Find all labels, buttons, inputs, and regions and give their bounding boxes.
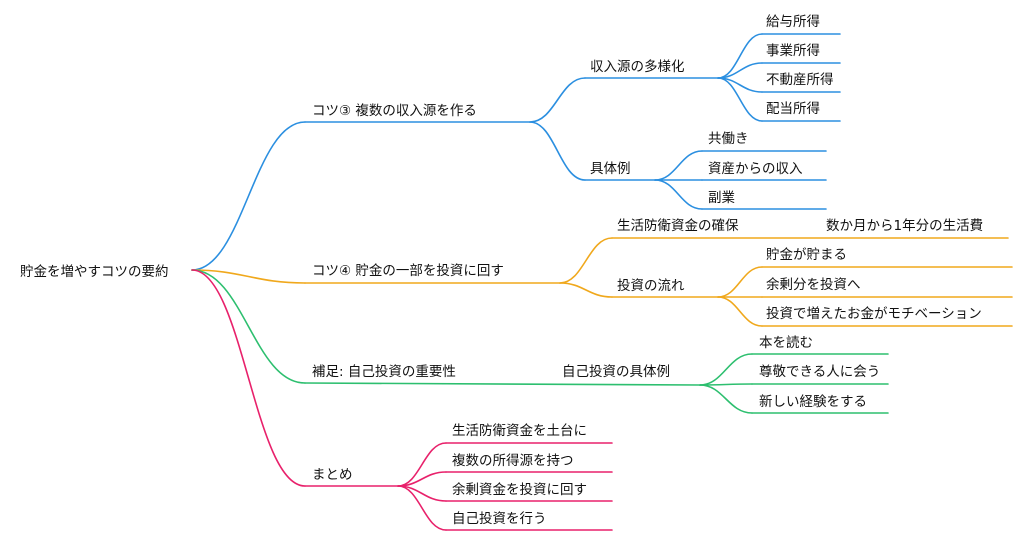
leaf-savings-accumulate: 貯金が貯まる	[766, 247, 847, 263]
leaf-surplus-to-invest: 余剰分を投資へ	[766, 276, 861, 293]
leaf-new-experiences: 新しい経験をする	[759, 394, 867, 410]
link-root-to-invest-savings	[191, 269, 306, 284]
link-to-investment-flow	[559, 282, 613, 298]
link-self-leaf-0	[699, 353, 753, 386]
link-self-leaf-2	[699, 384, 753, 414]
link-income-leaf-3	[717, 77, 763, 122]
branch-node-self-investment: 補足: 自己投資の重要性	[312, 364, 456, 380]
leaf-meet-respected-people: 尊敬できる人に会う	[759, 364, 880, 380]
leaf-read-books: 本を読む	[759, 335, 813, 351]
leaf-real-estate-income: 不動産所得	[766, 71, 834, 88]
branch-node-invest-savings: コツ④ 貯金の一部を投資に回す	[312, 263, 504, 279]
leaf-do-self-invest: 自己投資を行う	[452, 511, 547, 527]
link-root-to-self-investment	[191, 269, 306, 384]
link-examples-leaf-0	[654, 150, 703, 181]
leaf-living-expenses: 数か月から1年分の生活費	[826, 218, 983, 234]
link-to-emergency-fund	[559, 237, 613, 284]
link-flow-leaf-2	[717, 296, 763, 327]
node-income-diversification: 収入源の多様化	[590, 58, 685, 75]
branch-node-summary: まとめ	[312, 467, 353, 483]
leaf-surplus-invest: 余剰資金を投資に回す	[452, 481, 587, 498]
node-examples: 具体例	[590, 161, 631, 177]
leaf-emergency-foundation: 生活防衛資金を土台に	[452, 423, 587, 439]
root-node: 貯金を増やすコツの要約	[20, 264, 169, 280]
node-emergency-fund: 生活防衛資金の確保	[617, 218, 739, 234]
link-to-examples	[529, 121, 586, 181]
link-root-to-summary	[191, 269, 306, 487]
leaf-motivation: 投資で増えたお金がモチベーション	[766, 306, 982, 322]
leaf-dividend-income: 配当所得	[766, 100, 820, 117]
underline-self-investment	[304, 382, 701, 386]
mindmap-links	[191, 33, 1013, 531]
link-summary-leaf-3	[397, 485, 447, 531]
leaf-multiple-income: 複数の所得源を持つ	[452, 452, 574, 469]
leaf-salary-income: 給与所得	[766, 13, 820, 30]
link-root-to-income-sources	[191, 121, 306, 271]
link-self-leaf-1	[699, 383, 753, 386]
leaf-dual-income: 共働き	[708, 131, 749, 147]
link-examples-leaf-2	[654, 179, 703, 210]
leaf-business-income: 事業所得	[766, 42, 820, 59]
node-investment-flow: 投資の流れ	[617, 278, 685, 294]
node-self-investment-examples: 自己投資の具体例	[562, 364, 670, 380]
leaf-asset-income: 資産からの収入	[708, 161, 803, 177]
leaf-side-job: 副業	[708, 190, 736, 206]
link-flow-leaf-0	[717, 266, 763, 298]
branch-node-income-sources: コツ③ 複数の収入源を作る	[312, 102, 477, 119]
link-to-income-diversification	[529, 77, 586, 123]
